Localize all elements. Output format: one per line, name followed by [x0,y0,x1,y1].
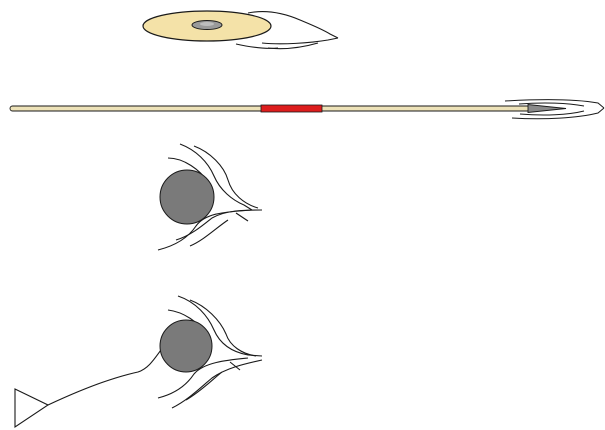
hammer-icon [15,296,262,427]
shot-icon [158,144,262,250]
hammer-handle [15,389,48,427]
hammer-ball [160,320,212,372]
hammer-wire [48,346,164,405]
javelin-icon [10,100,604,119]
javelin-grip [261,105,322,112]
shot-ball [160,170,214,224]
discus-icon [143,11,338,49]
javelin-tip [528,105,566,113]
